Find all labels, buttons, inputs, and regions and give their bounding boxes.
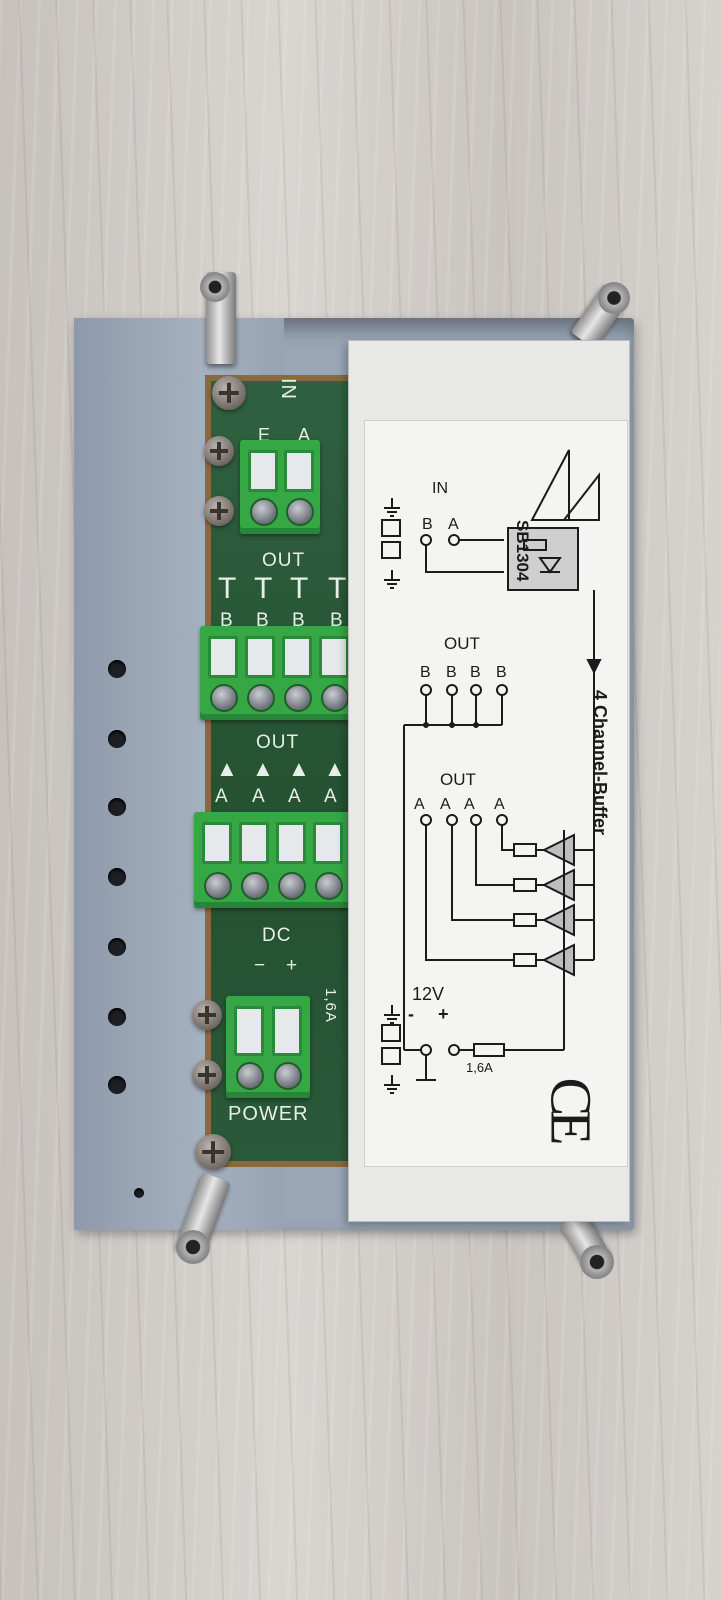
label-out-b-pin-2: B	[446, 664, 457, 681]
terminal-screw[interactable]	[284, 684, 312, 712]
terminal-screw[interactable]	[247, 684, 275, 712]
terminal-cell	[313, 822, 343, 864]
mount-hole	[108, 660, 126, 678]
terminal-block-out-a[interactable]	[194, 812, 350, 908]
pcb-in-label: IN	[277, 378, 299, 400]
terminal-screw[interactable]	[286, 498, 314, 526]
pcb-out-b-pin-3: B	[292, 610, 306, 631]
label-out-a-pin-3: A	[464, 796, 475, 813]
mounting-screw	[192, 1000, 222, 1030]
terminal-cell	[245, 636, 275, 678]
terminal-screw[interactable]	[278, 872, 306, 900]
label-supply-minus: -	[408, 1004, 414, 1024]
arrow-up-icon: ▲	[216, 756, 239, 781]
terminal-cell	[248, 450, 278, 492]
t-marker-icon: T	[290, 572, 310, 605]
small-hole	[134, 1188, 144, 1198]
ce-mark: CE	[538, 1077, 604, 1140]
arrow-up-icon: ▲	[288, 756, 311, 781]
label-out-a-pin-4: A	[494, 796, 505, 813]
label-out-b-pin-1: B	[420, 664, 431, 681]
schematic-sticker	[364, 420, 628, 1167]
terminal-cell	[284, 450, 314, 492]
label-out-b: OUT	[444, 634, 480, 653]
label-out-a: OUT	[440, 770, 476, 789]
mounting-screw	[204, 496, 234, 526]
label-out-a-pin-2: A	[440, 796, 451, 813]
terminal-screw[interactable]	[241, 872, 269, 900]
terminal-screw[interactable]	[236, 1062, 264, 1090]
terminal-screw[interactable]	[210, 684, 238, 712]
pcb-fuse-label: 1,6A	[322, 988, 339, 1023]
label-in-a: A	[448, 516, 459, 533]
standoff-nut	[176, 1230, 210, 1264]
standoff-nut	[598, 282, 630, 314]
pcb-dc-plus: +	[286, 955, 299, 976]
standoff-nut	[580, 1245, 614, 1279]
pcb-power-label: POWER	[228, 1103, 309, 1125]
schematic-diagram	[381, 449, 602, 1094]
terminal-cell	[208, 636, 238, 678]
pcb-out-a-label: OUT	[256, 732, 300, 753]
pcb-out-b-label: OUT	[262, 550, 306, 571]
label-out-b-pin-4: B	[496, 664, 507, 681]
t-marker-icon: T	[218, 572, 238, 605]
pcb-out-a-pin-2: A	[252, 786, 266, 807]
standoff-nut	[200, 272, 230, 302]
mount-hole	[108, 1076, 126, 1094]
terminal-block-power[interactable]	[226, 996, 310, 1098]
terminal-screw[interactable]	[274, 1062, 302, 1090]
mount-hole	[108, 798, 126, 816]
label-supply-plus: +	[438, 1004, 449, 1024]
label-title: 4 Channel-Buffer	[590, 690, 610, 836]
pcb-dc-label: DC	[262, 925, 292, 946]
terminal-cell	[272, 1006, 302, 1056]
pcb-out-a-pin-3: A	[288, 786, 302, 807]
mount-hole	[108, 730, 126, 748]
t-marker-icon: T	[328, 572, 348, 605]
pcb-out-b-pin-2: B	[256, 610, 270, 631]
arrow-up-icon: ▲	[252, 756, 275, 781]
label-in: IN	[432, 480, 448, 497]
terminal-cell	[276, 822, 306, 864]
label-out-b-pin-3: B	[470, 664, 481, 681]
terminal-block-input[interactable]	[240, 440, 320, 534]
label-fuse-rating: 1,6A	[466, 1060, 493, 1075]
pcb-out-a-pin-1: A	[215, 786, 229, 807]
mount-hole	[108, 868, 126, 886]
label-out-a-pin-1: A	[414, 796, 425, 813]
logo-triangle	[561, 472, 600, 521]
label-supply-voltage: 12V	[412, 984, 445, 1004]
terminal-cell	[319, 636, 349, 678]
mounting-screw	[192, 1060, 222, 1090]
mount-hole	[108, 938, 126, 956]
pcb-out-b-pin-1: B	[220, 610, 234, 631]
terminal-cell	[239, 822, 269, 864]
arrow-up-icon: ▲	[324, 756, 347, 781]
mounting-screw	[195, 1134, 231, 1170]
pcb-out-a-pin-4: A	[324, 786, 338, 807]
terminal-screw[interactable]	[204, 872, 232, 900]
label-in-b: B	[422, 516, 433, 533]
mount-hole	[108, 1008, 126, 1026]
label-model: SB1304	[513, 520, 532, 582]
mounting-screw	[204, 436, 234, 466]
terminal-cell	[234, 1006, 264, 1056]
t-marker-icon: T	[254, 572, 274, 605]
terminal-block-out-b[interactable]	[200, 626, 356, 720]
pcb-dc-minus: −	[254, 955, 267, 976]
terminal-screw[interactable]	[315, 872, 343, 900]
terminal-cell	[282, 636, 312, 678]
mounting-screw	[212, 376, 246, 410]
terminal-screw[interactable]	[250, 498, 278, 526]
pcb-out-b-pin-4: B	[330, 610, 344, 631]
terminal-cell	[202, 822, 232, 864]
logo-triangle	[530, 449, 570, 521]
terminal-screw[interactable]	[321, 684, 349, 712]
